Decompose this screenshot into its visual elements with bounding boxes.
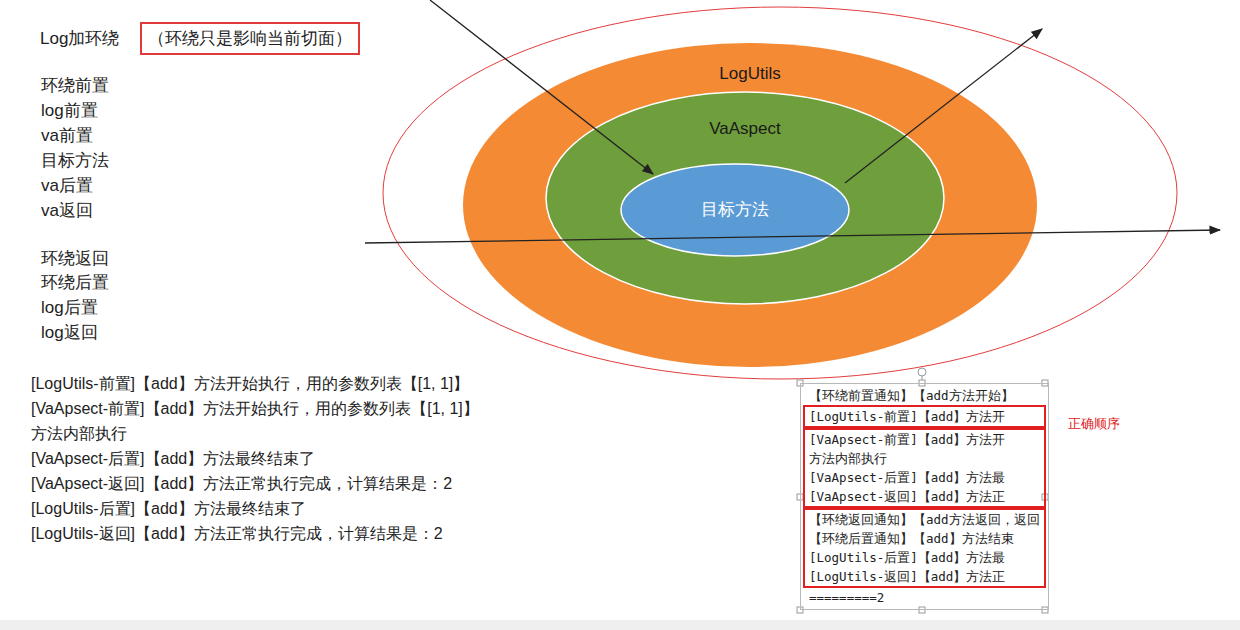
label-wrap: [LogUtils-前置]【add】方法开始执行，用的参数列表【[1, 1]】: [31, 374, 469, 395]
target-ellipse: 目标方法: [620, 163, 850, 257]
log-line: [VaApsect-前置]【add】方法开始执行，用的参数列表【[1, 1]】: [31, 399, 479, 420]
label-wrap: va后置: [41, 174, 93, 197]
node-label: LogUtils: [719, 64, 780, 84]
console-line: 【环绕返回通知】【add方法返回，返回: [809, 510, 1040, 529]
console-line: [VaApsect-后置]【add】方法最: [809, 468, 1040, 487]
outer-ring: [383, 7, 1177, 379]
sequence-step: va返回: [41, 199, 93, 222]
label-wrap: log后置: [41, 296, 98, 319]
label-wrap: 环绕后置: [41, 271, 109, 294]
log-line: [VaApsect-后置]【add】方法最终结束了: [31, 449, 315, 470]
handle: [919, 607, 925, 613]
note-box: （环绕只是影响当前切面）: [140, 22, 360, 55]
log-line: [VaApsect-返回]【add】方法正常执行完成，计算结果是：2: [31, 474, 452, 495]
highlight-frame: [VaApsect-前置]【add】方法开方法内部执行[VaApsect-后置]…: [803, 428, 1046, 508]
ellipse-fill: [621, 164, 849, 256]
label-wrap: va返回: [41, 199, 93, 222]
node-label: 目标方法: [701, 198, 769, 221]
highlight-frame: [LogUtils-前置]【add】方法开: [803, 405, 1046, 428]
label-wrap: log返回: [41, 321, 98, 344]
label-wrap: 环绕返回: [41, 247, 109, 270]
sequence-step: 环绕前置: [41, 74, 109, 97]
label-wrap: VaAspect: [545, 119, 945, 139]
highlight-frame: 【环绕返回通知】【add方法返回，返回【环绕后置通知】【add】方法结束[Log…: [803, 508, 1046, 588]
console-line: 【环绕后置通知】【add】方法结束: [809, 529, 1040, 548]
sequence-step: 目标方法: [41, 149, 109, 172]
note-text: （环绕只是影响当前切面）: [148, 27, 352, 50]
label-wrap: va前置: [41, 124, 93, 147]
label-wrap: [VaApsect-返回]【add】方法正常执行完成，计算结果是：2: [31, 474, 452, 495]
ellipse-fill: [463, 43, 1037, 367]
sequence-step: 环绕返回: [41, 247, 109, 270]
sequence-step: log后置: [41, 296, 98, 319]
log-line: [LogUtils-返回]【add】方法正常执行完成，计算结果是：2: [31, 524, 443, 545]
console-line: =========2: [803, 588, 1046, 607]
console-line: 【环绕前置通知】【add方法开始】: [803, 386, 1046, 405]
sequence-step: 环绕后置: [41, 271, 109, 294]
bottom-band: [0, 620, 1240, 630]
aspect-ellipse: 目标方法 VaAspect LogUtils: [462, 42, 1038, 368]
title: Log加环绕: [40, 27, 119, 50]
ellipse-fill: [546, 92, 944, 304]
label-wrap: log前置: [41, 99, 98, 122]
label-wrap: [LogUtils-返回]【add】方法正常执行完成，计算结果是：2: [31, 524, 443, 545]
label-wrap: [LogUtils-后置]【add】方法最终结束了: [31, 499, 306, 520]
label-wrap: 正确顺序: [1068, 414, 1120, 433]
rotate-handle: [918, 368, 926, 376]
console-line: 方法内部执行: [809, 449, 1040, 468]
aspect-ellipse: 目标方法 VaAspect: [545, 91, 945, 305]
sequence-step: va后置: [41, 174, 93, 197]
callout-note: 正确顺序: [1068, 415, 1120, 433]
label-wrap: 环绕前置: [41, 74, 109, 97]
console-line: [VaApsect-前置]【add】方法开: [809, 430, 1040, 449]
handle: [1042, 607, 1048, 613]
log-line: [LogUtils-后置]【add】方法最终结束了: [31, 499, 306, 520]
sequence-step: log前置: [41, 99, 98, 122]
selection-handles: [797, 368, 1048, 613]
console-line: [VaApsect-返回]【add】方法正: [809, 487, 1040, 506]
label-wrap: 方法内部执行: [31, 424, 127, 445]
label-wrap: 目标方法: [620, 198, 850, 221]
console-line: [LogUtils-前置]【add】方法开: [809, 407, 1040, 426]
sequence-step: va前置: [41, 124, 93, 147]
label-wrap: LogUtils: [462, 64, 1038, 84]
console-line: [LogUtils-后置]【add】方法最: [809, 548, 1040, 567]
console-line: [LogUtils-返回]【add】方法正: [809, 567, 1040, 586]
log-line: 方法内部执行: [31, 424, 127, 445]
console-screenshot: [LogUtils-前置]【add】方法开 [VaApsect-前置]【add】方…: [800, 383, 1049, 610]
label-wrap: 目标方法: [41, 149, 109, 172]
title-wrap: Log加环绕: [40, 27, 119, 50]
sequence-step: log返回: [41, 321, 98, 344]
log-line: [LogUtils-前置]【add】方法开始执行，用的参数列表【[1, 1]】: [31, 374, 469, 395]
node-label: VaAspect: [709, 119, 781, 139]
label-wrap: [VaApsect-前置]【add】方法开始执行，用的参数列表【[1, 1]】: [31, 399, 479, 420]
label-wrap: [VaApsect-后置]【add】方法最终结束了: [31, 449, 315, 470]
